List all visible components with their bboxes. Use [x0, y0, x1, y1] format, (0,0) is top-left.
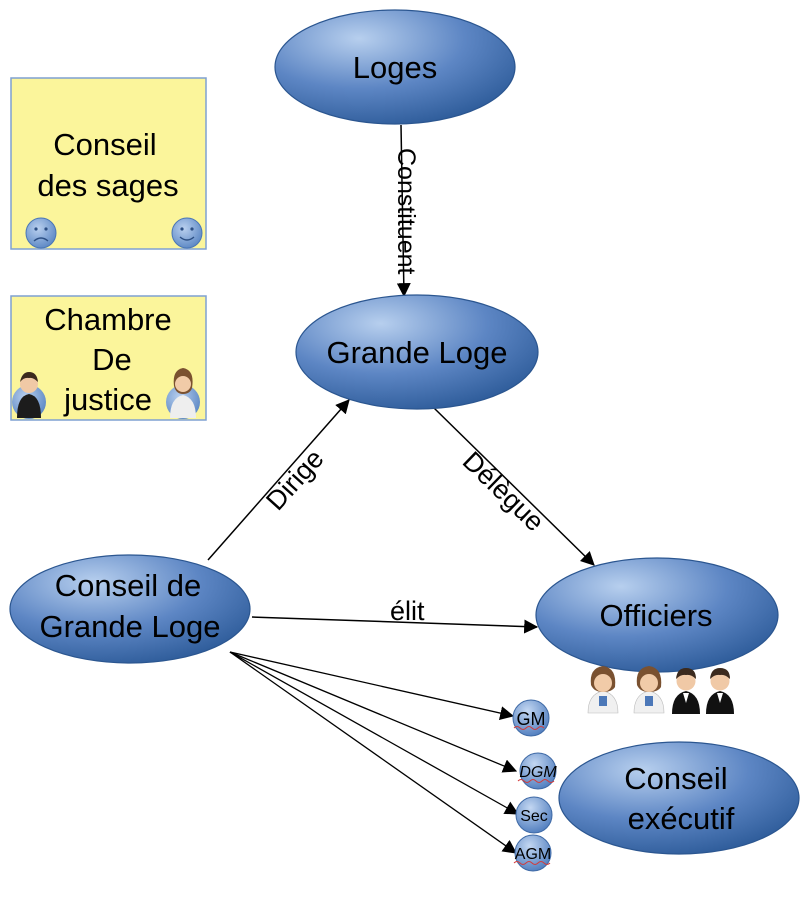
- node-dgm-label: DGM: [519, 764, 557, 781]
- node-sec: Sec: [515, 796, 553, 834]
- edge-to-sec: [229, 651, 520, 815]
- edges: [207, 124, 595, 854]
- smile-face-icon: [171, 217, 203, 249]
- node-officiers: Officiers: [535, 557, 779, 673]
- officers-people: [587, 666, 734, 714]
- edge-delegue: [433, 407, 595, 566]
- node-gm: GM: [512, 699, 550, 737]
- edge-label-dirige: Dirige: [260, 444, 329, 516]
- man-icon: [12, 372, 46, 419]
- woman-icon: [633, 666, 665, 714]
- node-conseil-executif: Conseil exécutif: [558, 741, 800, 855]
- note-conseil-des-sages-line1: Conseil: [53, 127, 156, 162]
- note-conseil-des-sages-line2: des sages: [37, 168, 178, 203]
- node-loges-label: Loges: [353, 50, 437, 85]
- node-dgm: DGM: [517, 752, 557, 790]
- edge-label-constituent: Constituent: [392, 148, 420, 275]
- note-chambre-de-justice: Chambre De justice: [10, 295, 207, 421]
- man-icon: [706, 668, 734, 714]
- woman-icon: [587, 666, 619, 714]
- edge-dirige: [207, 399, 350, 561]
- sad-face-icon: [25, 217, 57, 249]
- node-agm: AGM: [513, 834, 552, 872]
- node-conseil-gl-line2: Grande Loge: [40, 609, 221, 644]
- edge-constituent: [396, 124, 411, 298]
- man-icon: [672, 668, 700, 714]
- woman-icon: [166, 368, 200, 419]
- note-conseil-des-sages: Conseil des sages: [10, 77, 207, 250]
- node-grande-loge: Grande Loge: [295, 294, 539, 410]
- node-conseil-executif-line2: exécutif: [628, 801, 735, 836]
- note-chambre-line2: De: [92, 342, 132, 377]
- edge-to-gm: [229, 651, 515, 720]
- node-conseil-de-grande-loge: Conseil de Grande Loge: [9, 554, 251, 664]
- node-conseil-gl-line1: Conseil de: [55, 568, 201, 603]
- edge-to-agm: [229, 651, 517, 854]
- node-grande-loge-label: Grande Loge: [327, 335, 508, 370]
- note-chambre-line3: justice: [63, 382, 152, 417]
- node-sec-label: Sec: [520, 808, 548, 825]
- note-chambre-line1: Chambre: [44, 302, 172, 337]
- edge-elit: [251, 616, 539, 634]
- node-gm-label: GM: [517, 709, 546, 729]
- node-conseil-executif-line1: Conseil: [624, 761, 727, 796]
- edge-label-elit: élit: [390, 596, 425, 626]
- node-officiers-label: Officiers: [599, 598, 712, 633]
- node-loges: Loges: [274, 9, 516, 125]
- edge-label-delegue: Délègue: [457, 446, 550, 537]
- node-agm-label: AGM: [515, 846, 551, 863]
- edge-to-dgm: [229, 651, 518, 773]
